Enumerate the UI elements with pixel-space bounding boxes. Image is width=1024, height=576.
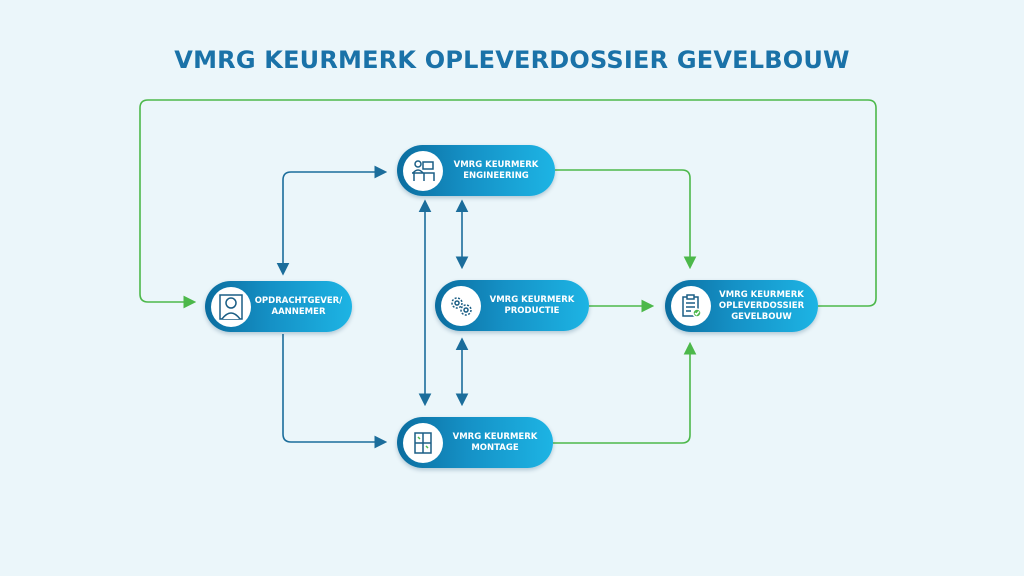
feedback-loop-arrow (139, 99, 877, 309)
node-client: OPDRACHTGEVER/AANNEMER (205, 281, 352, 332)
desk-workstation-icon (403, 150, 443, 191)
gears-icon (441, 285, 481, 326)
node-label: MONTAGE (471, 442, 519, 453)
client-assembly-arrow (282, 334, 388, 449)
node-label: VMRG KEURMERK (452, 431, 538, 442)
person-building-icon (211, 286, 251, 327)
node-label: OPDRACHTGEVER/ (254, 295, 343, 306)
clipboard-check-icon (671, 286, 711, 326)
node-label: PRODUCTIE (504, 305, 560, 316)
node-label: VMRG KEURMERK (489, 294, 575, 305)
node-label: VMRG KEURMERK (453, 159, 539, 170)
node-label: OPLEVERDOSSIER (718, 300, 805, 311)
node-label: VMRG KEURMERK (719, 289, 804, 300)
node-label: GEVELBOUW (731, 311, 792, 322)
node-label: ENGINEERING (463, 170, 529, 181)
assembly-delivery-arrow (553, 341, 697, 444)
node-label: AANNEMER (271, 306, 326, 317)
diagram-title: VMRG KEURMERK OPLEVERDOSSIER GEVELBOUW (174, 46, 850, 74)
facade-panel-icon (403, 422, 443, 463)
client-engineering-arrow (276, 165, 388, 276)
engineering-delivery-arrow (555, 169, 697, 270)
